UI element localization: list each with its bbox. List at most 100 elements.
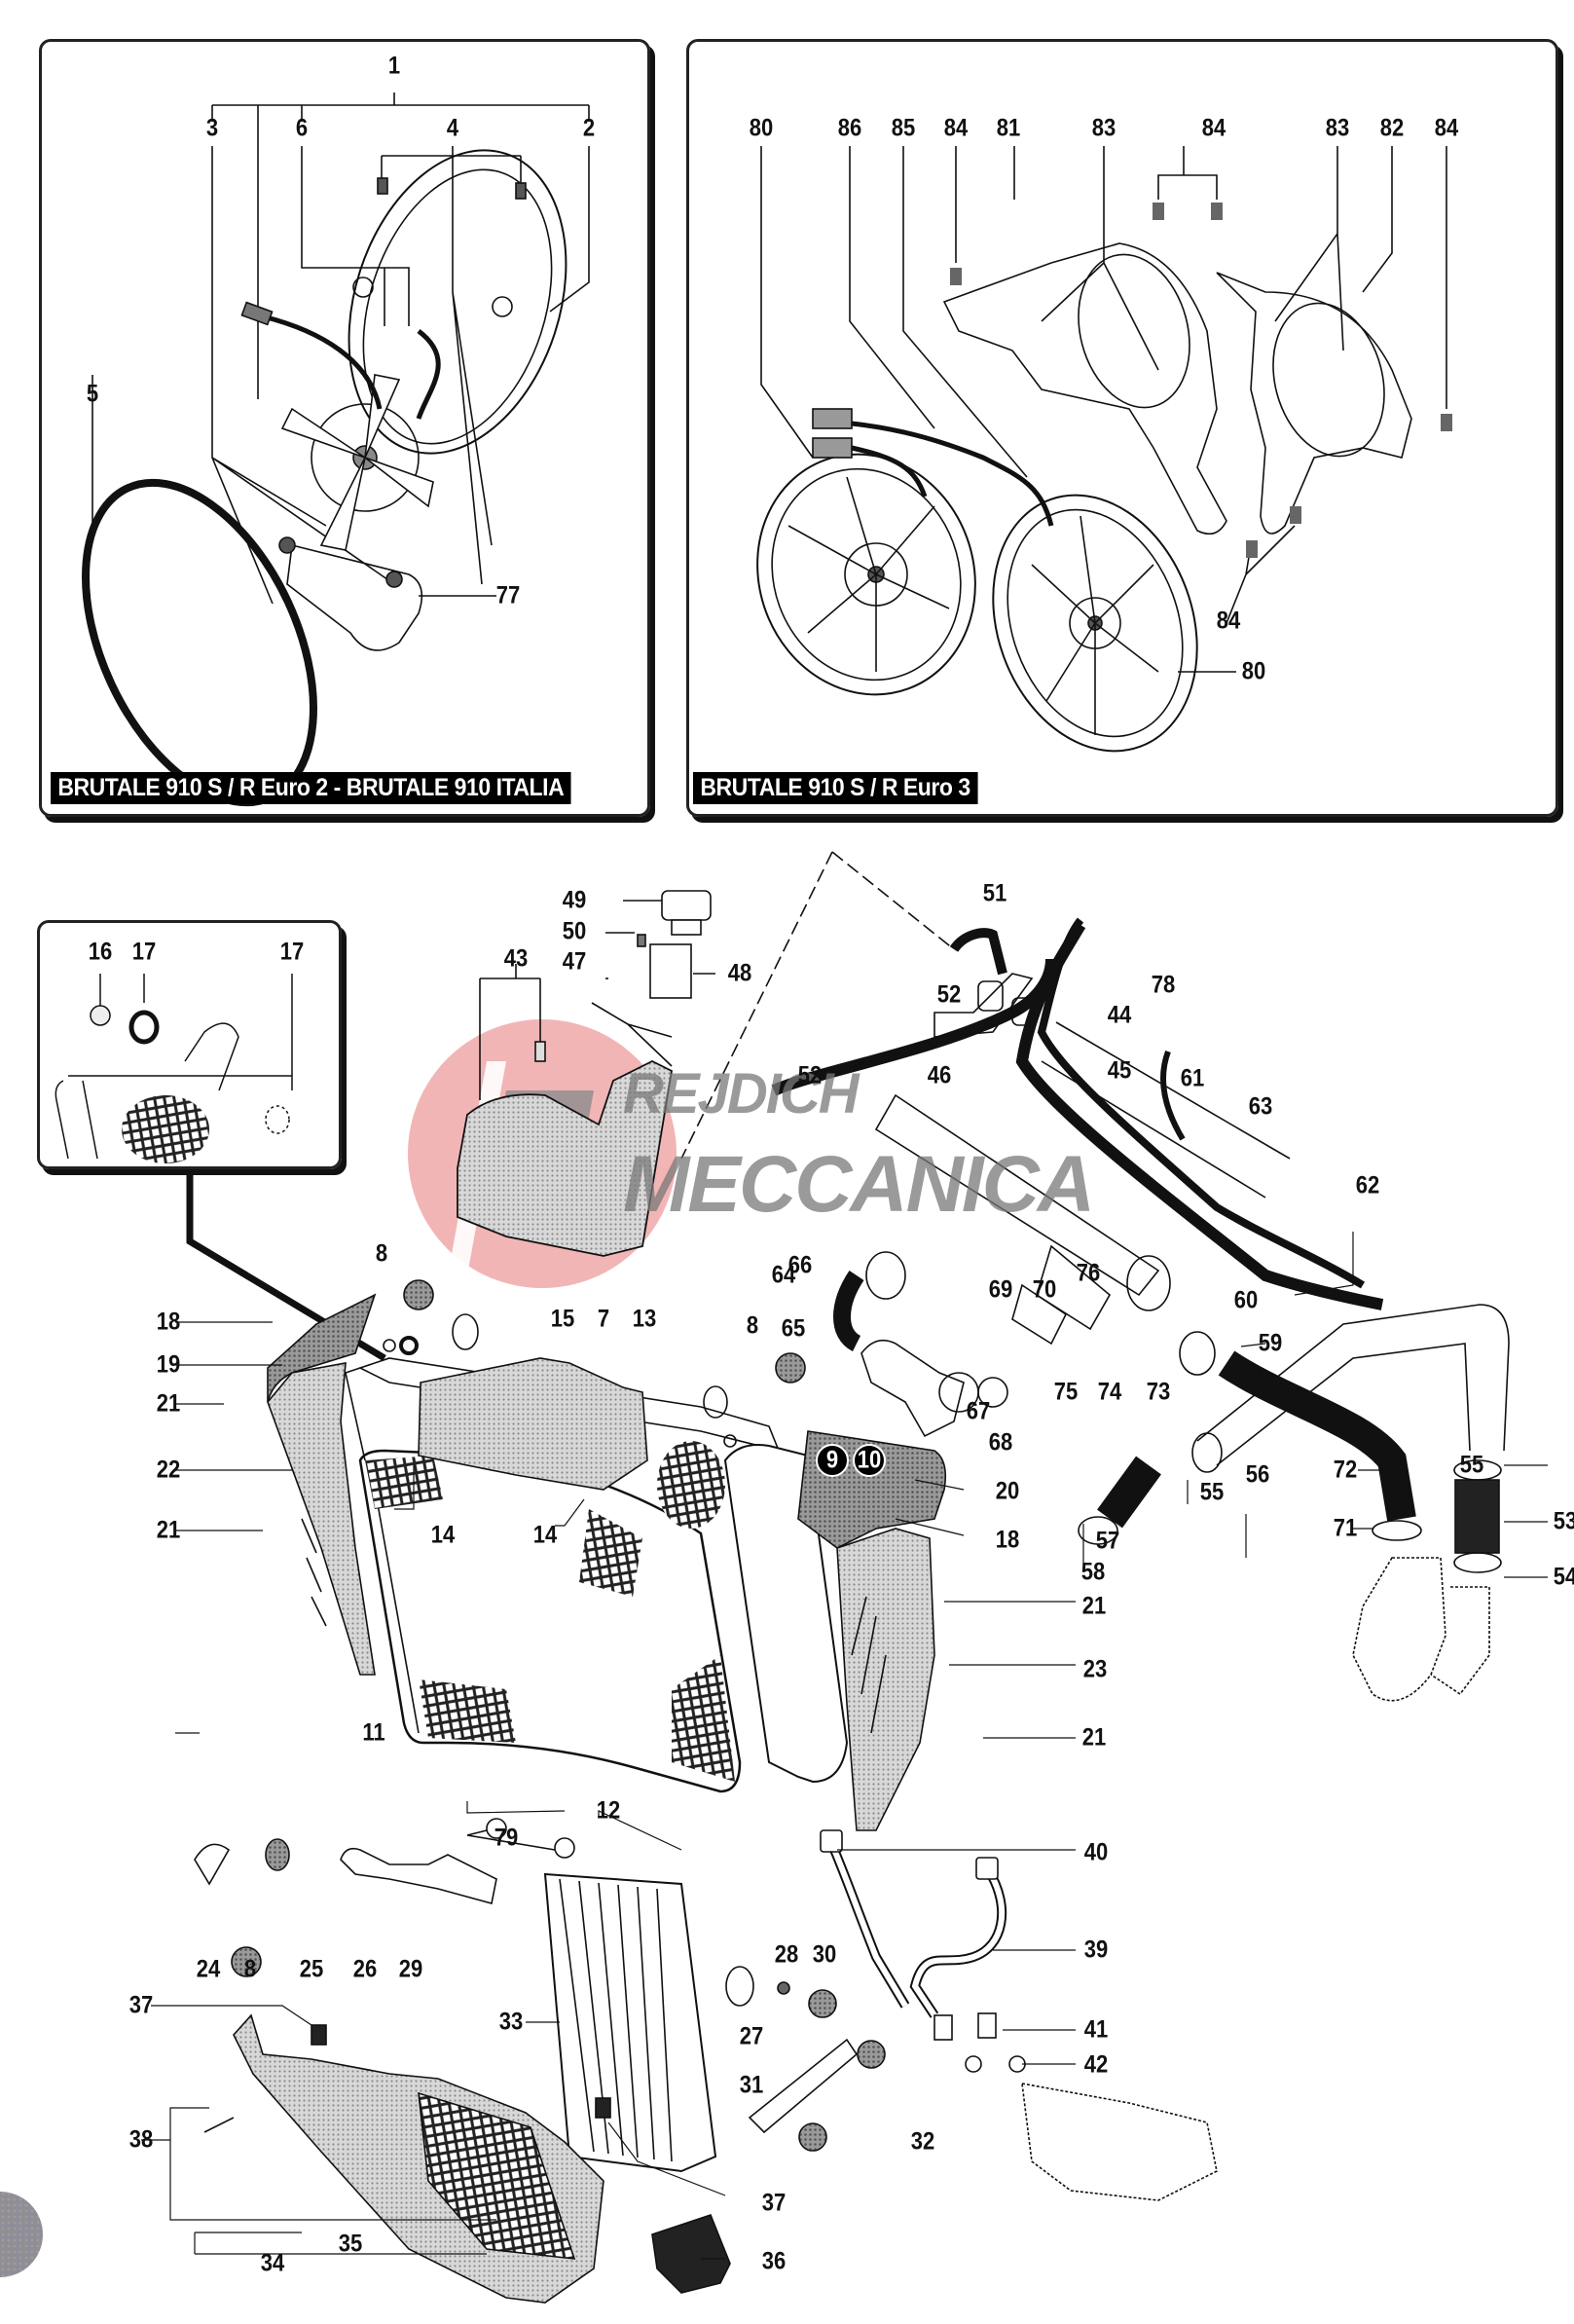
part-callout-47: 47: [562, 947, 587, 976]
part-callout-31: 31: [739, 2071, 764, 2099]
euro3-callout-84: 84: [1216, 607, 1241, 635]
part-callout-36: 36: [761, 2247, 787, 2275]
part-callout-54: 54: [1553, 1563, 1574, 1591]
part-callout-75: 75: [1053, 1378, 1079, 1406]
part-callout-18: 18: [156, 1308, 181, 1336]
part-callout-49: 49: [562, 886, 587, 914]
part-callout-51: 51: [982, 879, 1007, 907]
part-callout-48: 48: [727, 959, 752, 987]
part-callout-46: 46: [927, 1061, 952, 1089]
inset-callout-16: 16: [88, 938, 113, 966]
part-callout-18: 18: [995, 1526, 1020, 1554]
part-callout-34: 34: [260, 2249, 285, 2277]
part-callout-42: 42: [1083, 2050, 1109, 2079]
inset-callout-17: 17: [279, 938, 305, 966]
part-callout-68: 68: [988, 1428, 1013, 1457]
part-callout-41: 41: [1083, 2015, 1109, 2044]
euro3-callout-80: 80: [1241, 657, 1266, 685]
part-callout-21: 21: [1081, 1592, 1107, 1620]
part-callout-64: 64: [771, 1261, 796, 1289]
part-callout-61: 61: [1180, 1064, 1205, 1092]
part-callout-19: 19: [156, 1350, 181, 1379]
part-callout-21: 21: [1081, 1723, 1107, 1752]
part-callout-15: 15: [550, 1305, 575, 1333]
part-callout-8: 8: [746, 1311, 759, 1340]
euro3-fans-art: [756, 146, 1452, 753]
part-callout-20: 20: [995, 1477, 1020, 1505]
panel-title-euro2: BRUTALE 910 S / R Euro 2 - BRUTALE 910 I…: [51, 772, 571, 804]
part-callout-21: 21: [156, 1389, 181, 1418]
part-callout-12: 12: [596, 1796, 621, 1825]
euro3-callout-80: 80: [749, 114, 774, 142]
euro3-callout-82: 82: [1379, 114, 1405, 142]
part-callout-21: 21: [156, 1516, 181, 1544]
part-callout-30: 30: [812, 1940, 837, 1969]
part-callout-60: 60: [1233, 1286, 1259, 1314]
part-callout-40: 40: [1083, 1838, 1109, 1866]
callout-leaders: [141, 1232, 1548, 2260]
euro3-callout-84: 84: [1434, 114, 1459, 142]
part-callout-63: 63: [1248, 1092, 1273, 1121]
watermark-line2: MECCANICA: [623, 1140, 1095, 1229]
part-callout-50: 50: [562, 917, 587, 945]
part-callout-11: 11: [362, 1718, 385, 1747]
euro3-callout-86: 86: [837, 114, 862, 142]
part-callout-71: 71: [1333, 1514, 1358, 1542]
part-callout-14: 14: [430, 1521, 456, 1549]
part-callout-70: 70: [1032, 1275, 1057, 1304]
euro2-callout-77: 77: [495, 581, 521, 609]
part-callout-8: 8: [243, 1955, 257, 1983]
part-callout-56: 56: [1245, 1460, 1270, 1489]
part-callout-65: 65: [781, 1314, 806, 1343]
euro3-callout-81: 81: [996, 114, 1021, 142]
euro2-callout-5: 5: [86, 380, 99, 408]
part-callout-32: 32: [910, 2127, 935, 2156]
part-callout-67: 67: [966, 1397, 991, 1425]
page-corner-decoration: [0, 2192, 43, 2277]
part-callout-22: 22: [156, 1456, 181, 1484]
inset-callout-17: 17: [131, 938, 157, 966]
inset-connector-line: [186, 1168, 386, 1362]
part-callout-52: 52: [797, 1061, 823, 1089]
part-callout-25: 25: [299, 1955, 324, 1983]
part-callout-78: 78: [1151, 971, 1176, 999]
part-callout-66: 66: [787, 1251, 813, 1279]
part-callout-24: 24: [196, 1955, 221, 1983]
part-callout-7: 7: [597, 1305, 610, 1333]
part-callout-44: 44: [1107, 1001, 1132, 1029]
part-callout-45: 45: [1107, 1056, 1132, 1085]
part-callout-55: 55: [1199, 1478, 1225, 1506]
part-callout-58: 58: [1080, 1558, 1106, 1586]
part-callout-38: 38: [128, 2125, 154, 2154]
part-callout-8: 8: [375, 1239, 388, 1268]
euro3-callout-84: 84: [943, 114, 969, 142]
euro3-callout-85: 85: [891, 114, 916, 142]
panel-title-euro3: BRUTALE 910 S / R Euro 3: [693, 772, 978, 804]
part-callout-33: 33: [498, 2008, 524, 2036]
euro2-callout-3: 3: [205, 114, 219, 142]
part-callout-76: 76: [1076, 1259, 1101, 1287]
part-callout-13: 13: [632, 1305, 657, 1333]
part-callout-39: 39: [1083, 1936, 1109, 1964]
euro3-callout-84: 84: [1201, 114, 1226, 142]
part-callout-23: 23: [1082, 1655, 1108, 1683]
part-callout-28: 28: [774, 1940, 799, 1969]
part-callout-52: 52: [936, 980, 962, 1009]
part-callout-62: 62: [1355, 1171, 1380, 1199]
part-callout-74: 74: [1097, 1378, 1122, 1406]
part-callout-35: 35: [338, 2230, 363, 2258]
part-callout-37: 37: [761, 2189, 787, 2217]
part-callout-37: 37: [128, 1991, 154, 2019]
part-callout-10: 10: [857, 1446, 882, 1474]
part-callout-55: 55: [1459, 1451, 1484, 1479]
euro2-callout-1: 1: [387, 52, 401, 80]
part-callout-26: 26: [352, 1955, 378, 1983]
inset-art: [55, 974, 293, 1163]
watermark-line1: REJDICH: [623, 1062, 860, 1125]
euro3-callout-83: 83: [1325, 114, 1350, 142]
part-callout-29: 29: [398, 1955, 423, 1983]
part-callout-27: 27: [739, 2022, 764, 2050]
part-callout-9: 9: [825, 1446, 839, 1474]
